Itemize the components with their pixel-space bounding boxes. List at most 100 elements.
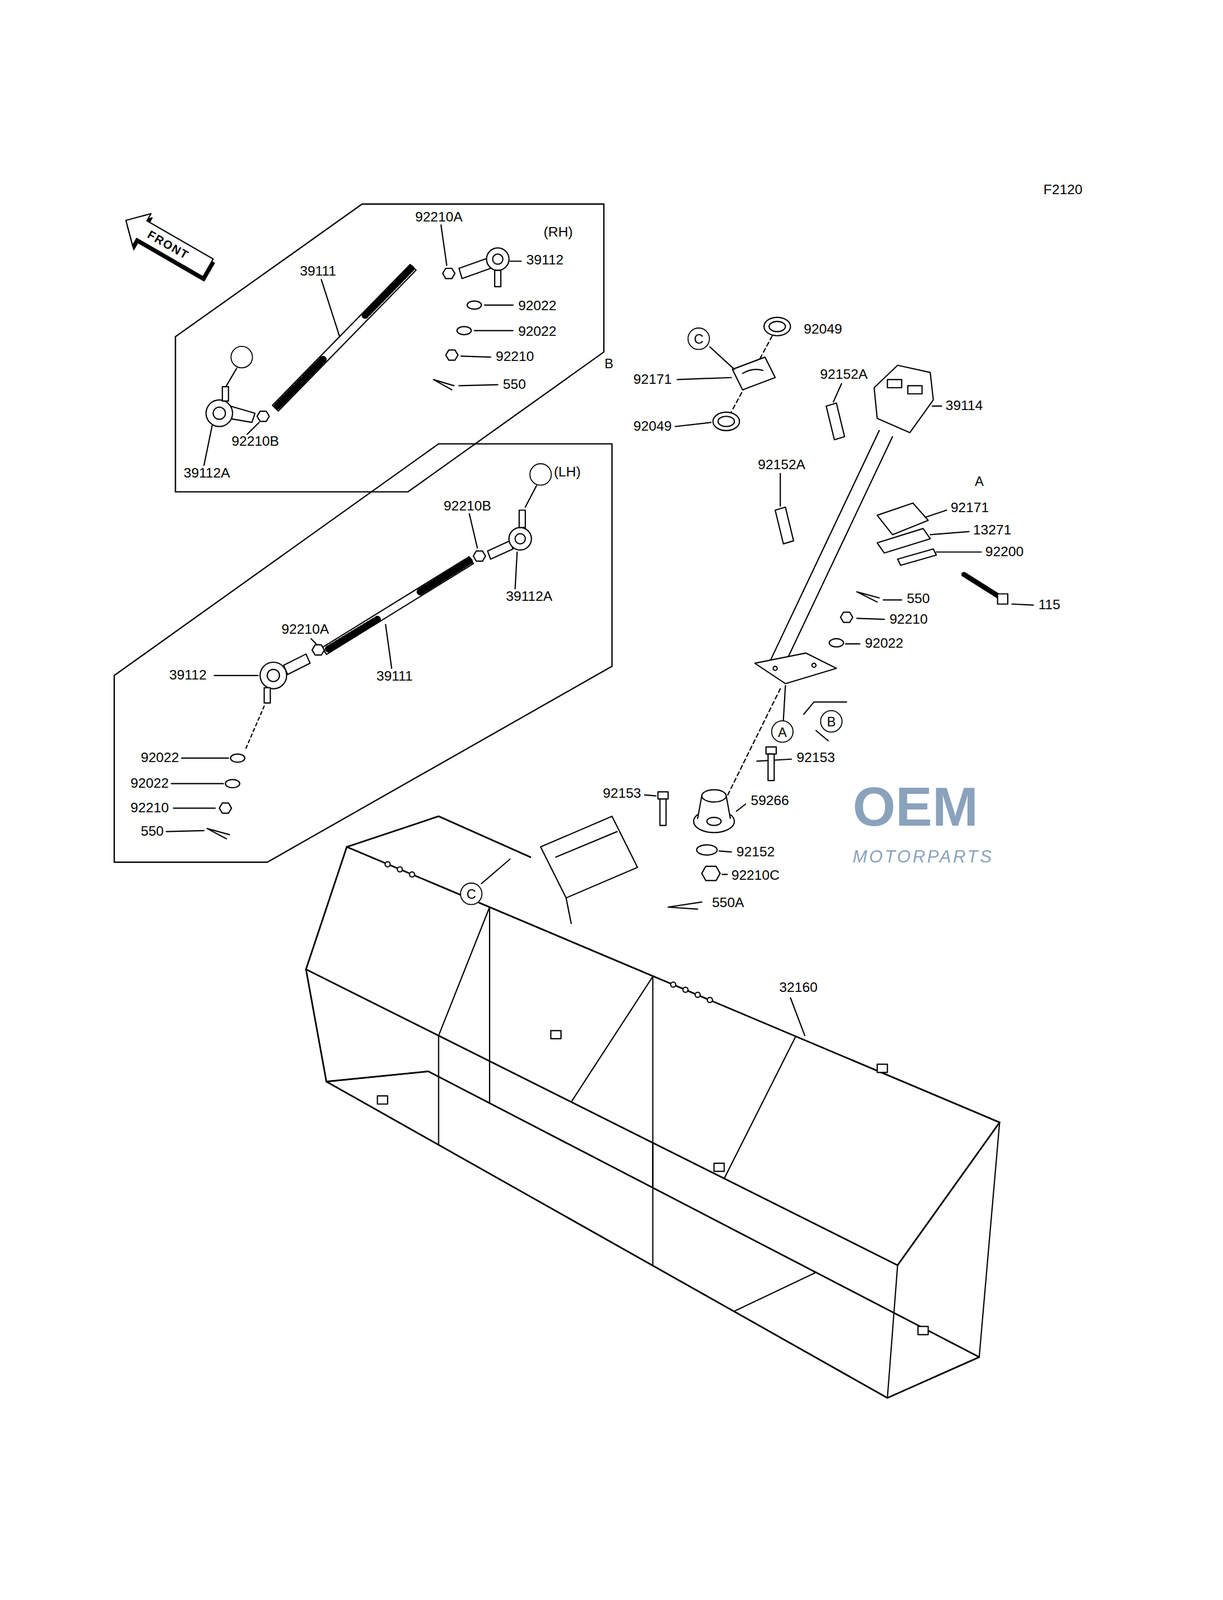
- lower-bearing: [736, 803, 746, 811]
- frame: [428, 1070, 980, 1357]
- reference-circle: C: [460, 882, 483, 905]
- frame: [877, 1064, 888, 1073]
- reference-circle: A: [771, 719, 794, 743]
- view-label: (LH): [552, 465, 582, 480]
- steering-shaft: [677, 377, 732, 380]
- figure-code: F2120: [1042, 182, 1084, 197]
- tie-rod-lh: [173, 806, 216, 809]
- tie-rod-lh: [283, 653, 311, 675]
- frame: [571, 975, 653, 1102]
- tie-rod-rh: [442, 268, 456, 279]
- part-number: 92049: [802, 322, 843, 337]
- frame: [397, 866, 403, 872]
- panel-outline: [114, 443, 613, 863]
- part-number: 39114: [944, 398, 985, 414]
- steering-shaft: [840, 611, 853, 622]
- tie-rod-rh: [456, 326, 472, 335]
- tie-rod-rh: [204, 222, 522, 466]
- tie-rod-lh: [267, 669, 280, 682]
- frame: [489, 906, 491, 1103]
- tie-rod-rh: [433, 379, 454, 390]
- frame: [346, 846, 1000, 1123]
- part-number: 92210: [494, 349, 535, 365]
- reference-circle: A: [529, 462, 552, 486]
- steering-shaft: [769, 321, 786, 332]
- frame: [887, 1264, 898, 1398]
- part-number: 39112A: [504, 589, 554, 604]
- frame: [556, 831, 618, 858]
- part-number: 92022: [863, 636, 905, 651]
- frame: [326, 1070, 429, 1081]
- tie-rod-rh: [257, 411, 270, 422]
- steering-shaft: [873, 365, 934, 433]
- frame: [437, 1035, 439, 1145]
- tie-rod-lh: [469, 513, 478, 548]
- lower-bearing: [668, 901, 702, 910]
- frame: [651, 1142, 654, 1265]
- steering-shaft: [718, 416, 735, 427]
- tie-rod-lh: [519, 510, 526, 528]
- tie-rod-lh: [473, 550, 486, 562]
- steering-shaft: [675, 317, 1034, 798]
- tie-rod-lh: [322, 556, 474, 655]
- tie-rod-lh: [230, 753, 245, 763]
- reference-letter: B: [827, 714, 836, 728]
- steering-shaft: [887, 379, 902, 388]
- reference-letter: A: [974, 474, 984, 488]
- frame: [550, 1030, 562, 1039]
- view-panel: A(LH): [114, 443, 613, 865]
- steering-shaft: [712, 412, 740, 431]
- steering-shaft: [726, 688, 781, 799]
- steering-shaft: [1011, 603, 1033, 606]
- tie-rod-rh: [494, 270, 501, 287]
- tie-rod-lh: [166, 485, 537, 839]
- frame: [438, 906, 490, 1036]
- part-number: 39112: [168, 668, 209, 683]
- lower-bearing: [722, 873, 728, 875]
- watermark: OEM: [851, 776, 980, 835]
- watermark: MOTORPARTS: [851, 847, 995, 867]
- tie-rod-rh: [458, 258, 491, 279]
- frame: [670, 981, 676, 987]
- steering-shaft: [856, 617, 884, 620]
- reference-letter: C: [693, 331, 704, 346]
- lower-bearing: [644, 794, 656, 796]
- tie-rod-rh: [204, 425, 213, 466]
- tie-rod-lh: [166, 830, 205, 832]
- steering-shaft: [772, 665, 777, 670]
- steering-shaft: [675, 422, 712, 427]
- part-number: 92171: [632, 371, 673, 387]
- tie-rod-lh: [328, 619, 378, 649]
- tie-rod-lh: [312, 644, 325, 655]
- lower-bearing: [701, 866, 720, 881]
- tie-rod-lh: [385, 624, 392, 669]
- tie-rod-lh: [244, 706, 265, 751]
- frame: [713, 1162, 724, 1172]
- frame: [790, 997, 805, 1036]
- tie-rod-rh: [467, 301, 482, 310]
- tie-rod-rh: [510, 260, 522, 262]
- part-number: 115: [1037, 597, 1062, 613]
- steering-shaft: [764, 317, 791, 336]
- tie-rod-lh: [171, 782, 224, 785]
- tie-rod-lh: [225, 779, 240, 788]
- lower-bearing: [766, 746, 777, 754]
- tie-rod-lh: [214, 674, 259, 676]
- lower-bearing: [701, 789, 727, 802]
- part-number: 92152A: [756, 457, 807, 473]
- part-number: 92152A: [819, 366, 869, 382]
- direction-label: FRONT: [144, 227, 192, 263]
- part-number: 92210A: [280, 622, 331, 637]
- tie-rod-rh: [445, 349, 458, 360]
- tie-rod-lh: [515, 551, 518, 589]
- part-number: 92022: [516, 324, 558, 339]
- frame: [917, 1326, 928, 1335]
- steering-shaft: [726, 326, 777, 422]
- part-number: 92152: [735, 844, 776, 859]
- tie-rod-rh: [484, 304, 514, 306]
- reference-circle: B: [230, 345, 253, 369]
- steering-shaft: [833, 383, 842, 403]
- lower-bearing: [644, 746, 792, 910]
- tie-rod-lh: [509, 527, 532, 550]
- frame: [694, 992, 700, 998]
